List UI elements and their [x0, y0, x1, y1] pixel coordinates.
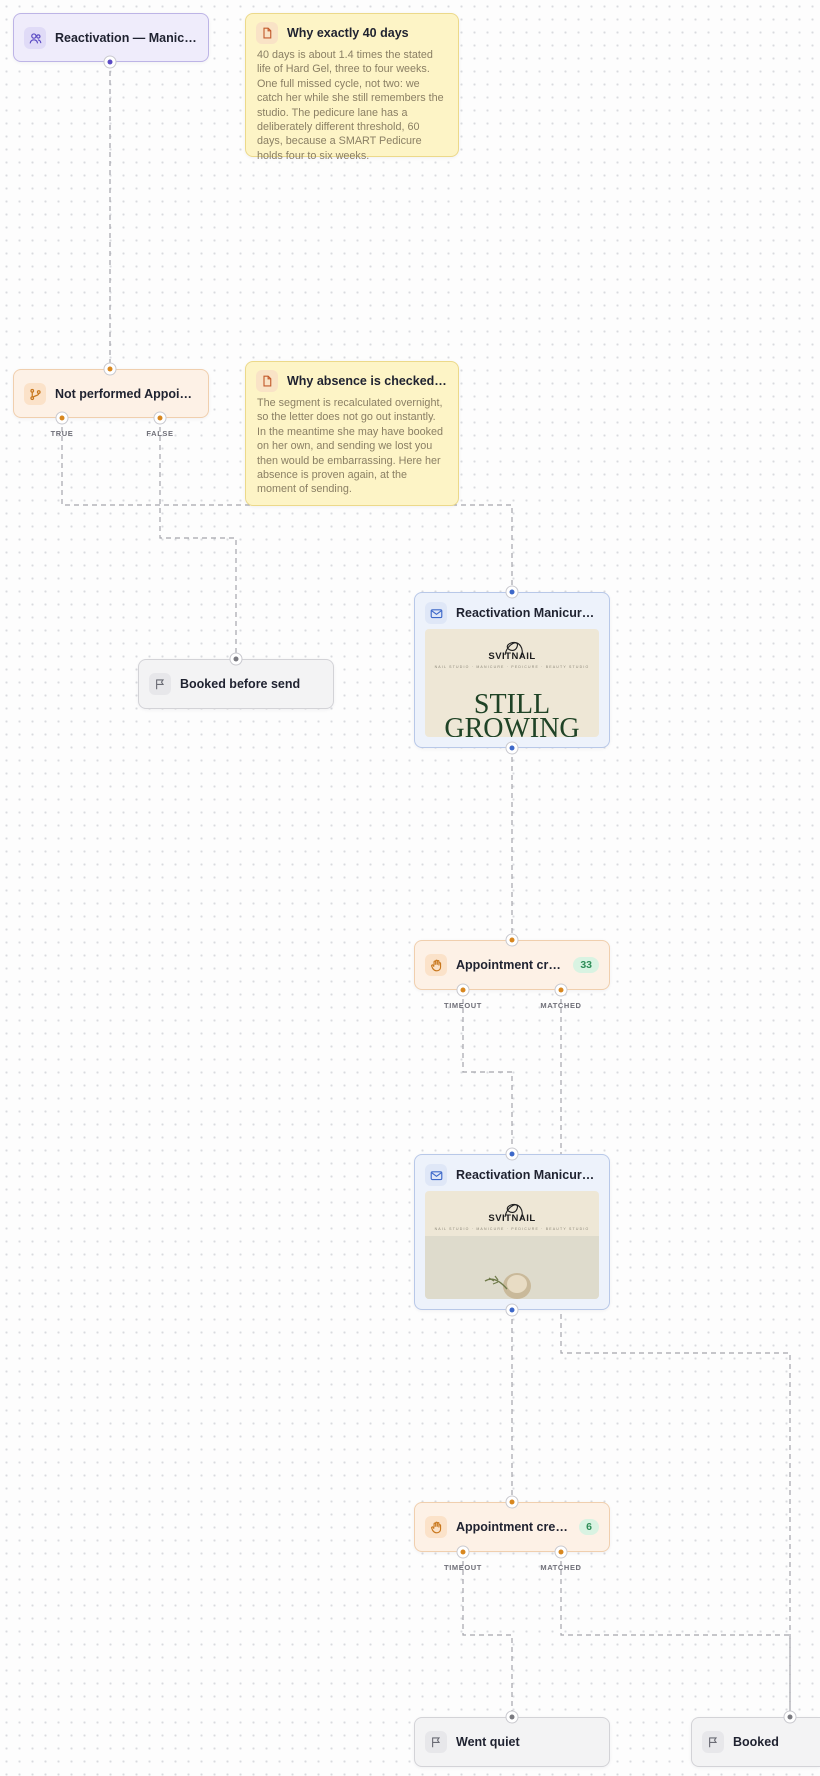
note-title: Why exactly 40 days	[287, 26, 409, 40]
condition-title: Not performed Appointme...	[55, 387, 198, 401]
matched-label: MATCHED	[540, 1001, 582, 1010]
wait-title: Appointment created	[456, 958, 564, 972]
email-product-image	[425, 1236, 599, 1299]
note-title: Why absence is checked again	[287, 374, 448, 388]
flag-icon	[425, 1731, 447, 1753]
note-body: The segment is recalculated overnight, s…	[257, 397, 444, 496]
email-node-1[interactable]: Reactivation Manicure — S... SVITNAIL NA…	[414, 592, 610, 748]
flag-icon	[149, 673, 171, 695]
wait-2-matched-port[interactable]	[554, 1545, 568, 1559]
brand-logo-mark	[504, 1203, 523, 1220]
users-icon	[24, 27, 46, 49]
product-photo-icon	[484, 1273, 531, 1299]
wait-2-timeout-port[interactable]	[456, 1545, 470, 1559]
wait-appointment-created-1[interactable]: Appointment created 33	[414, 940, 610, 990]
hand-icon	[425, 954, 447, 976]
branch-icon	[24, 383, 46, 405]
matched-label: MATCHED	[540, 1563, 582, 1572]
exit-title: Went quiet	[456, 1735, 520, 1749]
hand-icon	[425, 1516, 447, 1538]
email-title: Reactivation Manicure — S...	[456, 1168, 599, 1182]
wait-1-in-port[interactable]	[505, 933, 519, 947]
note-icon	[256, 370, 278, 392]
condition-false-port[interactable]	[153, 411, 167, 425]
condition-true-port[interactable]	[55, 411, 69, 425]
edge-wait-1-matched-to-booked	[560, 990, 791, 1717]
edge-wait-1-timeout-to-email-2	[462, 990, 513, 1154]
count-badge: 33	[573, 957, 599, 973]
email-title: Reactivation Manicure — S...	[456, 606, 599, 620]
note-body: 40 days is about 1.4 times the stated li…	[257, 49, 444, 162]
email-brand-tagline: NAIL STUDIO · MANICURE · PEDICURE · BEAU…	[434, 665, 590, 669]
timeout-label: TIMEOUT	[444, 1001, 482, 1010]
edge-false-to-booked-before-send	[159, 418, 237, 659]
email-headline-line-1: STILL	[473, 689, 551, 720]
wait-appointment-created-2[interactable]: Appointment created 6	[414, 1502, 610, 1552]
exit-title: Booked before send	[180, 677, 301, 691]
false-label: FALSE	[146, 429, 174, 438]
exit-booked[interactable]: Booked	[691, 1717, 820, 1767]
condition-node[interactable]: Not performed Appointme...	[13, 369, 209, 418]
condition-in-port[interactable]	[103, 362, 117, 376]
exit-booked-in-port[interactable]	[783, 1710, 797, 1724]
note-icon	[256, 22, 278, 44]
edge-wait-2-timeout-to-went-quiet	[462, 1552, 513, 1717]
email-2-out-port[interactable]	[505, 1303, 519, 1317]
email-preview-thumbnail[interactable]: SVITNAIL NAIL STUDIO · MANICURE · PEDICU…	[425, 629, 599, 737]
exit-booked-before-send-in-port[interactable]	[229, 652, 243, 666]
exit-booked-before-send[interactable]: Booked before send	[138, 659, 334, 709]
email-1-out-port[interactable]	[505, 741, 519, 755]
email-brand-text: SVITNAIL	[488, 651, 536, 662]
email-headline: STILL GROWING	[425, 689, 599, 738]
mail-icon	[425, 602, 447, 624]
note-why-absence-checked[interactable]: Why absence is checked again The segment…	[245, 361, 459, 506]
mail-icon	[425, 1164, 447, 1186]
email-node-2[interactable]: Reactivation Manicure — S... SVITNAIL NA…	[414, 1154, 610, 1310]
flag-icon	[702, 1731, 724, 1753]
note-why-40-days[interactable]: Why exactly 40 days 40 days is about 1.4…	[245, 13, 459, 162]
true-label: TRUE	[50, 429, 74, 438]
segment-title: Reactivation — Manicure l...	[55, 31, 198, 45]
count-badge: 6	[579, 1519, 599, 1535]
wait-1-timeout-port[interactable]	[456, 983, 470, 997]
wait-1-matched-port[interactable]	[554, 983, 568, 997]
wait-2-in-port[interactable]	[505, 1495, 519, 1509]
email-preview-thumbnail[interactable]: SVITNAIL NAIL STUDIO · MANICURE · PEDICU…	[425, 1191, 599, 1299]
timeout-label: TIMEOUT	[444, 1563, 482, 1572]
wait-title: Appointment created	[456, 1520, 571, 1534]
email-2-in-port[interactable]	[505, 1147, 519, 1161]
email-brand-tagline: NAIL STUDIO · MANICURE · PEDICURE · BEAU…	[434, 1227, 590, 1231]
exit-went-quiet-in-port[interactable]	[505, 1710, 519, 1724]
segment-out-port[interactable]	[103, 55, 117, 69]
email-1-in-port[interactable]	[505, 585, 519, 599]
edge-wait-2-matched-to-booked	[560, 1552, 791, 1717]
brand-logo-mark	[504, 641, 523, 658]
exit-title: Booked	[733, 1735, 779, 1749]
email-brand-text: SVITNAIL	[488, 1213, 536, 1224]
exit-went-quiet[interactable]: Went quiet	[414, 1717, 610, 1767]
email-headline-line-2: GROWING	[444, 713, 580, 738]
